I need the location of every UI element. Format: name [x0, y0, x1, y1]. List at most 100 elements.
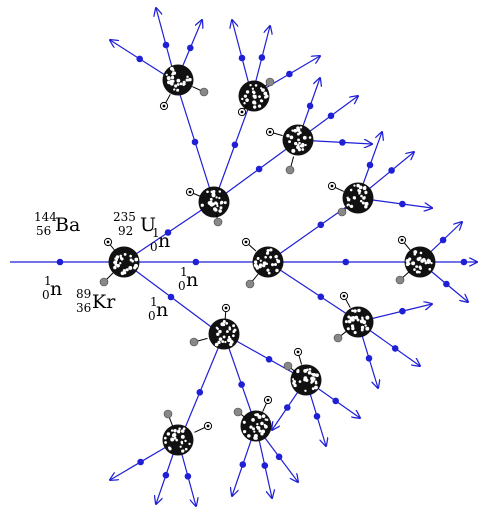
nucleon-speck: [424, 261, 428, 265]
fission-fragment-icon: [333, 333, 343, 343]
nucleon-speck: [253, 436, 257, 440]
nucleon-speck: [179, 82, 183, 86]
nucleon-speck: [125, 268, 129, 272]
nucleon-speck: [291, 148, 296, 153]
nucleon-speck: [257, 104, 262, 108]
nucleon-speck: [251, 418, 255, 422]
nucleon-speck: [365, 326, 370, 331]
neutron-dot-icon: [187, 44, 194, 52]
nucleon-speck: [264, 255, 267, 259]
nucleon-speck: [214, 342, 219, 347]
fission-fragment-icon: [233, 407, 243, 417]
nucleon-speck: [245, 98, 249, 102]
nucleon-speck: [172, 68, 175, 72]
neutron-dot-icon: [339, 139, 346, 146]
nucleon-speck: [353, 330, 357, 335]
krypton-mass: 89: [76, 287, 91, 301]
fission-fragment-core: [268, 130, 272, 134]
neutron-dot-icon: [399, 307, 406, 315]
nucleon-speck: [182, 83, 185, 87]
nucleon-speck: [113, 260, 118, 265]
nucleon-speck: [297, 138, 300, 142]
nucleon-speck: [188, 77, 192, 82]
neutron-path: [213, 98, 252, 203]
nucleon-speck: [218, 337, 223, 341]
nucleon-speck: [260, 87, 263, 90]
nucleon-speck: [360, 328, 364, 332]
nucleon-speck: [218, 190, 222, 193]
nucleon-speck: [312, 377, 316, 381]
neutron-dot-icon: [313, 413, 321, 420]
neutron-dot-icon: [317, 293, 325, 301]
incoming-neutron-symbol: n: [50, 278, 62, 300]
nucleon-speck: [346, 327, 350, 331]
neutron-dot-icon: [439, 236, 447, 244]
nucleon-speck: [215, 196, 218, 199]
nucleon-speck: [259, 259, 262, 262]
nucleon-speck: [119, 254, 123, 258]
nucleon-speck: [294, 141, 298, 146]
nucleon-speck: [184, 439, 187, 443]
fission-fragment-core: [162, 104, 166, 108]
nucleon-speck: [115, 258, 119, 262]
nucleon-speck: [277, 260, 280, 263]
main-neutron-beam: [10, 259, 477, 266]
nucleon-speck: [215, 202, 219, 205]
nucleon-speck: [360, 325, 365, 330]
neutron-dot-icon: [56, 258, 64, 266]
nucleon-speck: [350, 324, 355, 328]
nucleon-speck: [407, 262, 411, 266]
nucleon-speck: [186, 75, 189, 79]
nucleon-speck: [412, 261, 415, 264]
nucleon-speck: [184, 447, 188, 451]
fission-fragment-icon: [245, 279, 255, 289]
nucleon-speck: [217, 340, 221, 344]
fission-fragment-icon: [163, 409, 173, 419]
nucleon-speck: [252, 427, 255, 431]
nucleon-speck: [257, 414, 262, 419]
nucleon-speck: [213, 207, 217, 211]
nucleon-speck: [172, 71, 177, 75]
nucleon-speck: [254, 84, 258, 87]
neutron-up-mass: 1: [152, 226, 160, 240]
nucleus-gen3: [327, 181, 374, 217]
nucleon-speck: [270, 263, 275, 267]
fission-fragment-icon: [99, 277, 109, 287]
nucleon-speck: [353, 184, 356, 187]
neutron-path-line: [213, 142, 296, 203]
uranium-nucleus-icon: [162, 424, 194, 456]
nucleon-speck: [263, 91, 268, 96]
nucleus-gen2-mid: [241, 237, 284, 289]
neutron-dot-icon: [261, 462, 269, 469]
nucleon-speck: [304, 143, 307, 147]
nucleon-speck: [351, 309, 354, 313]
nucleon-speck: [269, 248, 273, 252]
neutron-dot-icon: [332, 397, 340, 405]
neutron-dot-icon: [391, 345, 399, 352]
nucleus-gen3: [283, 347, 322, 396]
fission-fragment-core: [400, 238, 404, 242]
nucleon-speck: [405, 258, 410, 263]
barium-mass: 144: [34, 210, 57, 224]
nucleus-initial: [99, 237, 140, 287]
fission-fragment-core: [224, 306, 228, 310]
nucleon-speck: [275, 258, 279, 261]
nucleon-speck: [229, 342, 233, 347]
nucleon-speck: [296, 145, 300, 150]
nucleon-speck: [253, 260, 258, 264]
nucleon-speck: [163, 436, 167, 440]
uranium-charge: 92: [118, 224, 133, 238]
nucleon-speck: [359, 199, 363, 203]
nucleus-gen3: [159, 64, 209, 111]
nucleon-speck: [356, 318, 360, 322]
nucleon-speck: [232, 330, 236, 333]
neutron-down-symbol: n: [156, 299, 168, 321]
nucleon-speck: [181, 449, 185, 453]
nucleon-speck: [211, 192, 216, 197]
nucleon-speck: [354, 315, 359, 320]
nucleon-speck: [266, 268, 270, 272]
fission-fragment-icon: [189, 337, 199, 347]
nucleon-speck: [243, 102, 246, 105]
nucleon-speck: [220, 200, 224, 204]
nucleon-speck: [182, 427, 186, 431]
